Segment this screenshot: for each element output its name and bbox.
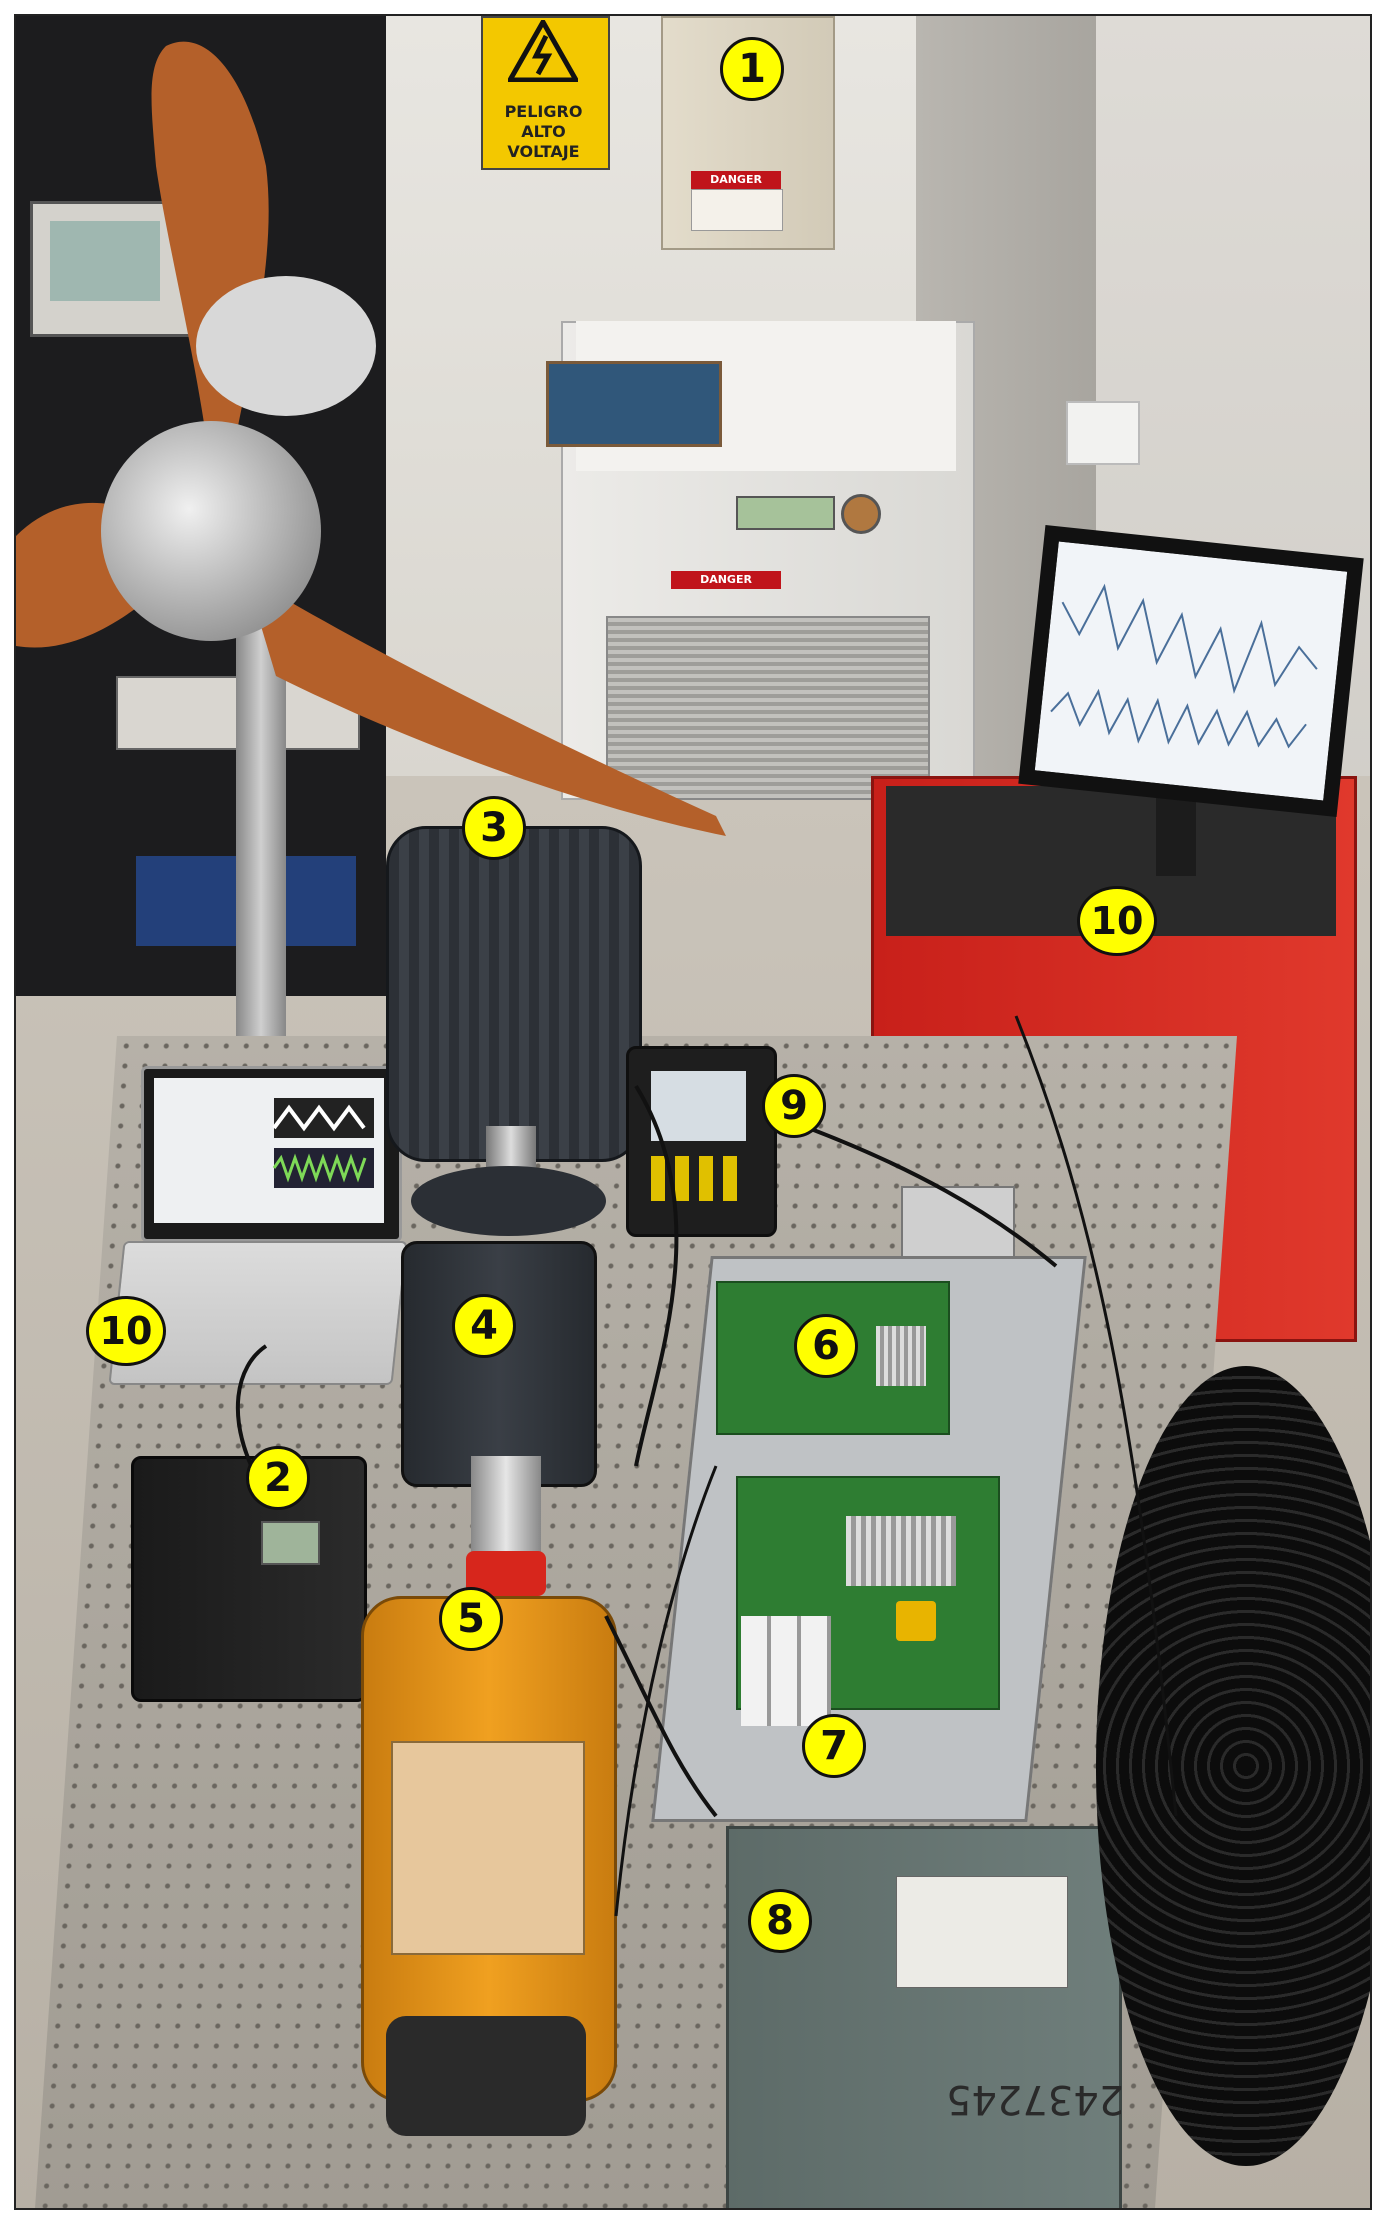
generator-fan-cover — [386, 2016, 586, 2136]
monitor-screen — [1034, 541, 1348, 801]
warning-sign-line2: ALTO — [521, 122, 566, 141]
yellow-capacitor — [896, 1601, 936, 1641]
drive-display — [261, 1521, 320, 1565]
generator-terminal-box — [391, 1741, 585, 1955]
marker-1: 1 — [720, 37, 784, 101]
high-voltage-icon — [508, 20, 578, 82]
marker-6: 6 — [794, 1314, 858, 1378]
gearbox — [401, 1241, 597, 1487]
marker-3: 3 — [462, 796, 526, 860]
marker-10b: 10 — [86, 1296, 166, 1366]
enclosure-label-body — [691, 189, 783, 231]
transformer-nameplate — [896, 1876, 1068, 1988]
enclosure-danger-label: DANGER — [691, 171, 781, 189]
dc-motor — [386, 826, 642, 1162]
warning-sign-line1: PELIGRO — [504, 102, 583, 121]
breakers — [741, 1616, 831, 1726]
converter-heatsink-upper — [876, 1326, 926, 1386]
floor-fan — [1096, 1366, 1370, 2166]
marker-9: 9 — [762, 1074, 826, 1138]
power-supply-display — [736, 496, 835, 530]
cabinet-danger-label: DANGER — [671, 571, 781, 589]
power-supply-knob — [841, 494, 881, 534]
turbine-rotor — [16, 41, 726, 836]
power-supply-vent — [606, 616, 930, 800]
warning-sign-line3: VOLTAJE — [507, 142, 580, 161]
converter-heatsink-lower — [846, 1516, 956, 1586]
marker-5: 5 — [439, 1587, 503, 1651]
coupling-flange — [411, 1166, 606, 1236]
rack-oscilloscope-screen — [50, 221, 160, 301]
marker-10a: 10 — [1077, 886, 1157, 956]
lab-photo: PELIGRO ALTO VOLTAJE DANGER DANGER — [14, 14, 1372, 2210]
gearbox-output-shaft — [471, 1456, 541, 1556]
marker-7: 7 — [802, 1714, 866, 1778]
cables — [235, 1015, 1178, 1917]
power-analyzer-screen — [651, 1071, 746, 1141]
blue-tile — [546, 361, 722, 447]
marker-8: 8 — [748, 1889, 812, 1953]
laptop-display — [154, 1078, 384, 1223]
marker-2: 2 — [246, 1446, 310, 1510]
marker-4: 4 — [452, 1294, 516, 1358]
frequency-drive — [131, 1456, 367, 1702]
wall-thermostat — [1066, 401, 1140, 465]
